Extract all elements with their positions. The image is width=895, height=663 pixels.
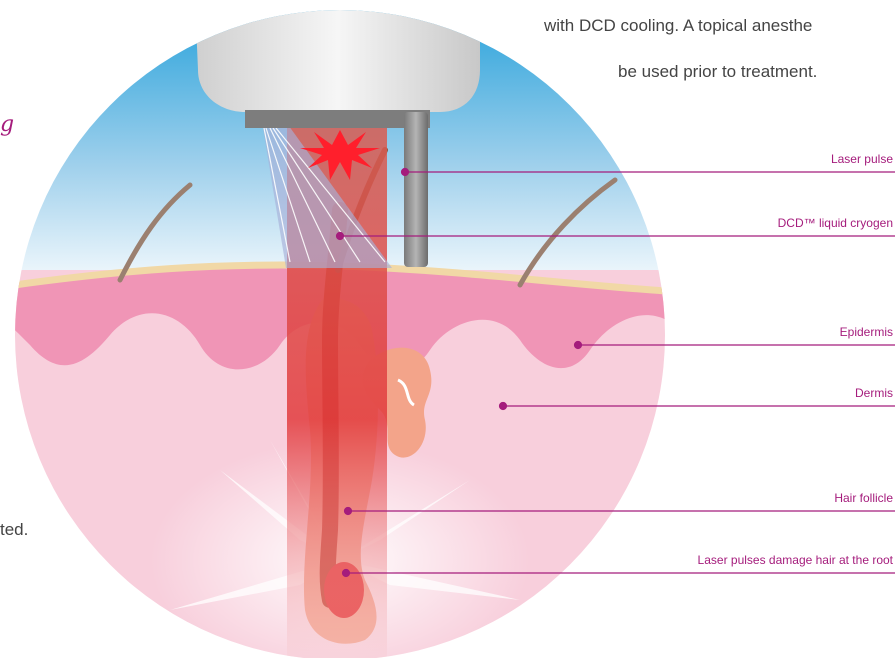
- label-laser-damage: Laser pulses damage hair at the root: [698, 553, 893, 567]
- label-dcd-liquid-cryogen: DCD™ liquid cryogen: [778, 216, 893, 230]
- handpiece-nozzle: [245, 110, 430, 128]
- script-heading-fragment: g: [0, 112, 14, 137]
- laser-handpiece: [195, 0, 480, 112]
- intro-text-line-1: with DCD cooling. A topical anesthe: [544, 16, 812, 36]
- label-laser-pulse: Laser pulse: [831, 152, 893, 166]
- label-epidermis: Epidermis: [840, 325, 893, 339]
- cryogen-tube: [404, 112, 428, 267]
- label-dermis: Dermis: [855, 386, 893, 400]
- label-hair-follicle: Hair follicle: [834, 491, 893, 505]
- intro-text-line-2: be used prior to treatment.: [618, 62, 817, 82]
- side-text-fragment: ted.: [0, 520, 28, 540]
